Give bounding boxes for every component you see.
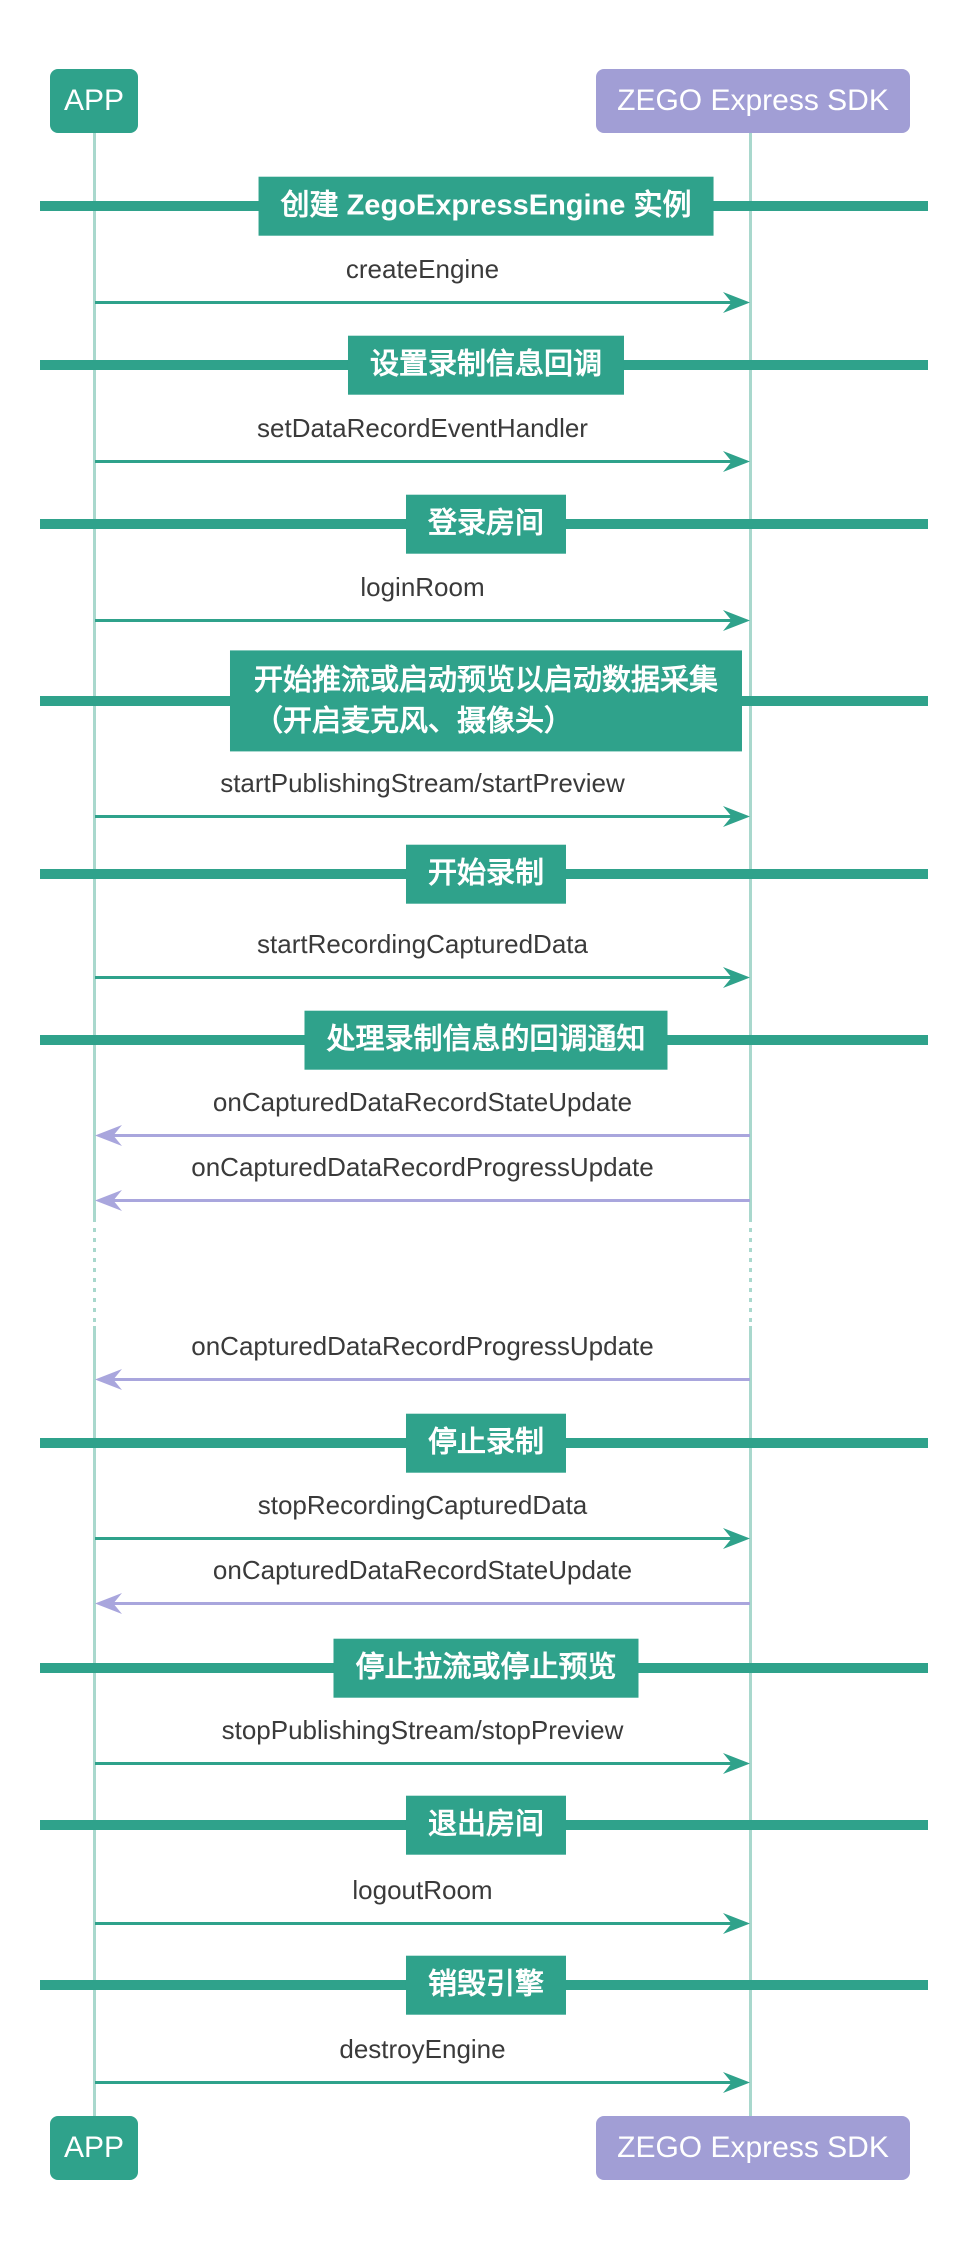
arrow-right: [95, 1528, 750, 1550]
arrow-shaft: [101, 1199, 750, 1202]
phase-banner-label-line2: （开启麦克风、摄像头）: [253, 705, 574, 737]
message-label: logoutRoom: [352, 1875, 493, 1905]
participant-label: APP: [63, 2131, 125, 2164]
phase-banner-label: 登录房间: [427, 507, 545, 540]
phase-banner-logout-room: 退出房间: [405, 1795, 567, 1855]
arrow-shaft: [95, 460, 744, 463]
app-lifeline: [93, 133, 96, 1218]
message-createEngine: createEngine: [95, 252, 750, 314]
phase-banner-label: 开始录制: [427, 857, 545, 890]
participant-sdk-bottom: ZEGO Express SDK: [596, 2116, 910, 2180]
phase-banner-stop-stream: 停止拉流或停止预览: [333, 1638, 639, 1698]
sdk-lifeline: [749, 133, 752, 1218]
arrow-right: [95, 451, 750, 473]
message-destroyEngine: destroyEngine: [95, 2032, 750, 2094]
arrow-shaft: [95, 1762, 744, 1765]
message-onCapturedDataRecordStateUpdate: onCapturedDataRecordStateUpdate: [95, 1085, 750, 1147]
message-loginRoom: loginRoom: [95, 570, 750, 632]
phase-banner-start-capture: 开始推流或启动预览以启动数据采集 （开启麦克风、摄像头）: [229, 650, 743, 752]
arrow-shaft: [101, 1602, 750, 1605]
arrow-shaft: [95, 976, 744, 979]
phase-banner-start-recording: 开始录制: [405, 844, 567, 904]
arrow-left: [95, 1593, 750, 1615]
message-label: stopPublishingStream/stopPreview: [221, 1715, 624, 1745]
sdk-lifeline-gap: [749, 1218, 752, 1326]
arrow-right: [95, 610, 750, 632]
message-label: onCapturedDataRecordStateUpdate: [212, 1087, 633, 1117]
message-startPublishingStream: startPublishingStream/startPreview: [95, 766, 750, 828]
message-stopPublishingStream: stopPublishingStream/stopPreview: [95, 1713, 750, 1775]
phase-banner-login-room: 登录房间: [405, 494, 567, 554]
message-label: startPublishingStream/startPreview: [220, 768, 625, 798]
message-onCapturedDataRecordProgressUpdate: onCapturedDataRecordProgressUpdate: [95, 1329, 750, 1391]
app-lifeline-gap: [93, 1218, 96, 1326]
message-setDataRecordEventHandler: setDataRecordEventHandler: [95, 411, 750, 473]
phase-banner-label: 停止录制: [427, 1426, 545, 1459]
arrow-shaft: [95, 2081, 744, 2084]
message-startRecordingCapturedData: startRecordingCapturedData: [95, 927, 750, 989]
phase-banner-label: 创建 ZegoExpressEngine 实例: [280, 189, 692, 222]
arrow-shaft: [95, 815, 744, 818]
phase-banner-stop-recording: 停止录制: [405, 1413, 567, 1473]
arrow-right: [95, 1913, 750, 1935]
participant-label: APP: [63, 84, 125, 117]
arrow-right: [95, 292, 750, 314]
arrow-shaft: [95, 1537, 744, 1540]
participant-label: ZEGO Express SDK: [617, 2131, 889, 2164]
participant-label: ZEGO Express SDK: [617, 84, 889, 117]
arrow-right: [95, 2072, 750, 2094]
phase-banner-label-line1: 开始推流或启动预览以启动数据采集: [253, 664, 719, 697]
message-onCapturedDataRecordStateUpdate: onCapturedDataRecordStateUpdate: [95, 1553, 750, 1615]
message-onCapturedDataRecordProgressUpdate: onCapturedDataRecordProgressUpdate: [95, 1150, 750, 1212]
phase-banner-set-callback: 设置录制信息回调: [347, 335, 625, 395]
message-label: onCapturedDataRecordProgressUpdate: [191, 1331, 654, 1361]
arrow-shaft: [101, 1378, 750, 1381]
phase-banner-label: 停止拉流或停止预览: [355, 1651, 617, 1684]
participant-app-bottom: APP: [50, 2116, 138, 2180]
message-label: onCapturedDataRecordProgressUpdate: [191, 1152, 654, 1182]
phase-banner-handle-callbacks: 处理录制信息的回调通知: [304, 1010, 668, 1070]
sdk-lifeline: [749, 1326, 752, 2117]
message-label: destroyEngine: [339, 2034, 506, 2064]
arrow-shaft: [101, 1134, 750, 1137]
message-label: onCapturedDataRecordStateUpdate: [212, 1555, 633, 1585]
arrow-left: [95, 1369, 750, 1391]
phase-banner-label: 处理录制信息的回调通知: [326, 1023, 646, 1056]
phase-banner-destroy-engine: 销毁引擎: [405, 1955, 567, 2015]
participant-sdk-top: ZEGO Express SDK: [596, 69, 910, 133]
arrow-left: [95, 1125, 750, 1147]
message-label: stopRecordingCapturedData: [257, 1490, 588, 1520]
arrow-right: [95, 1753, 750, 1775]
phase-banner-label: 销毁引擎: [427, 1968, 545, 2001]
app-lifeline: [93, 1326, 96, 2117]
arrow-right: [95, 967, 750, 989]
message-stopRecordingCapturedData: stopRecordingCapturedData: [95, 1488, 750, 1550]
arrow-shaft: [95, 301, 744, 304]
phase-banner-create-engine: 创建 ZegoExpressEngine 实例: [258, 176, 714, 236]
message-logoutRoom: logoutRoom: [95, 1873, 750, 1935]
phase-banner-label: 退出房间: [427, 1808, 545, 1841]
message-label: setDataRecordEventHandler: [257, 413, 588, 443]
participant-app-top: APP: [50, 69, 138, 133]
arrow-shaft: [95, 619, 744, 622]
phase-banner-label: 设置录制信息回调: [369, 348, 603, 381]
arrow-shaft: [95, 1922, 744, 1925]
arrow-left: [95, 1190, 750, 1212]
message-label: startRecordingCapturedData: [257, 929, 588, 959]
message-label: createEngine: [345, 254, 500, 284]
message-label: loginRoom: [360, 572, 485, 602]
arrow-right: [95, 806, 750, 828]
